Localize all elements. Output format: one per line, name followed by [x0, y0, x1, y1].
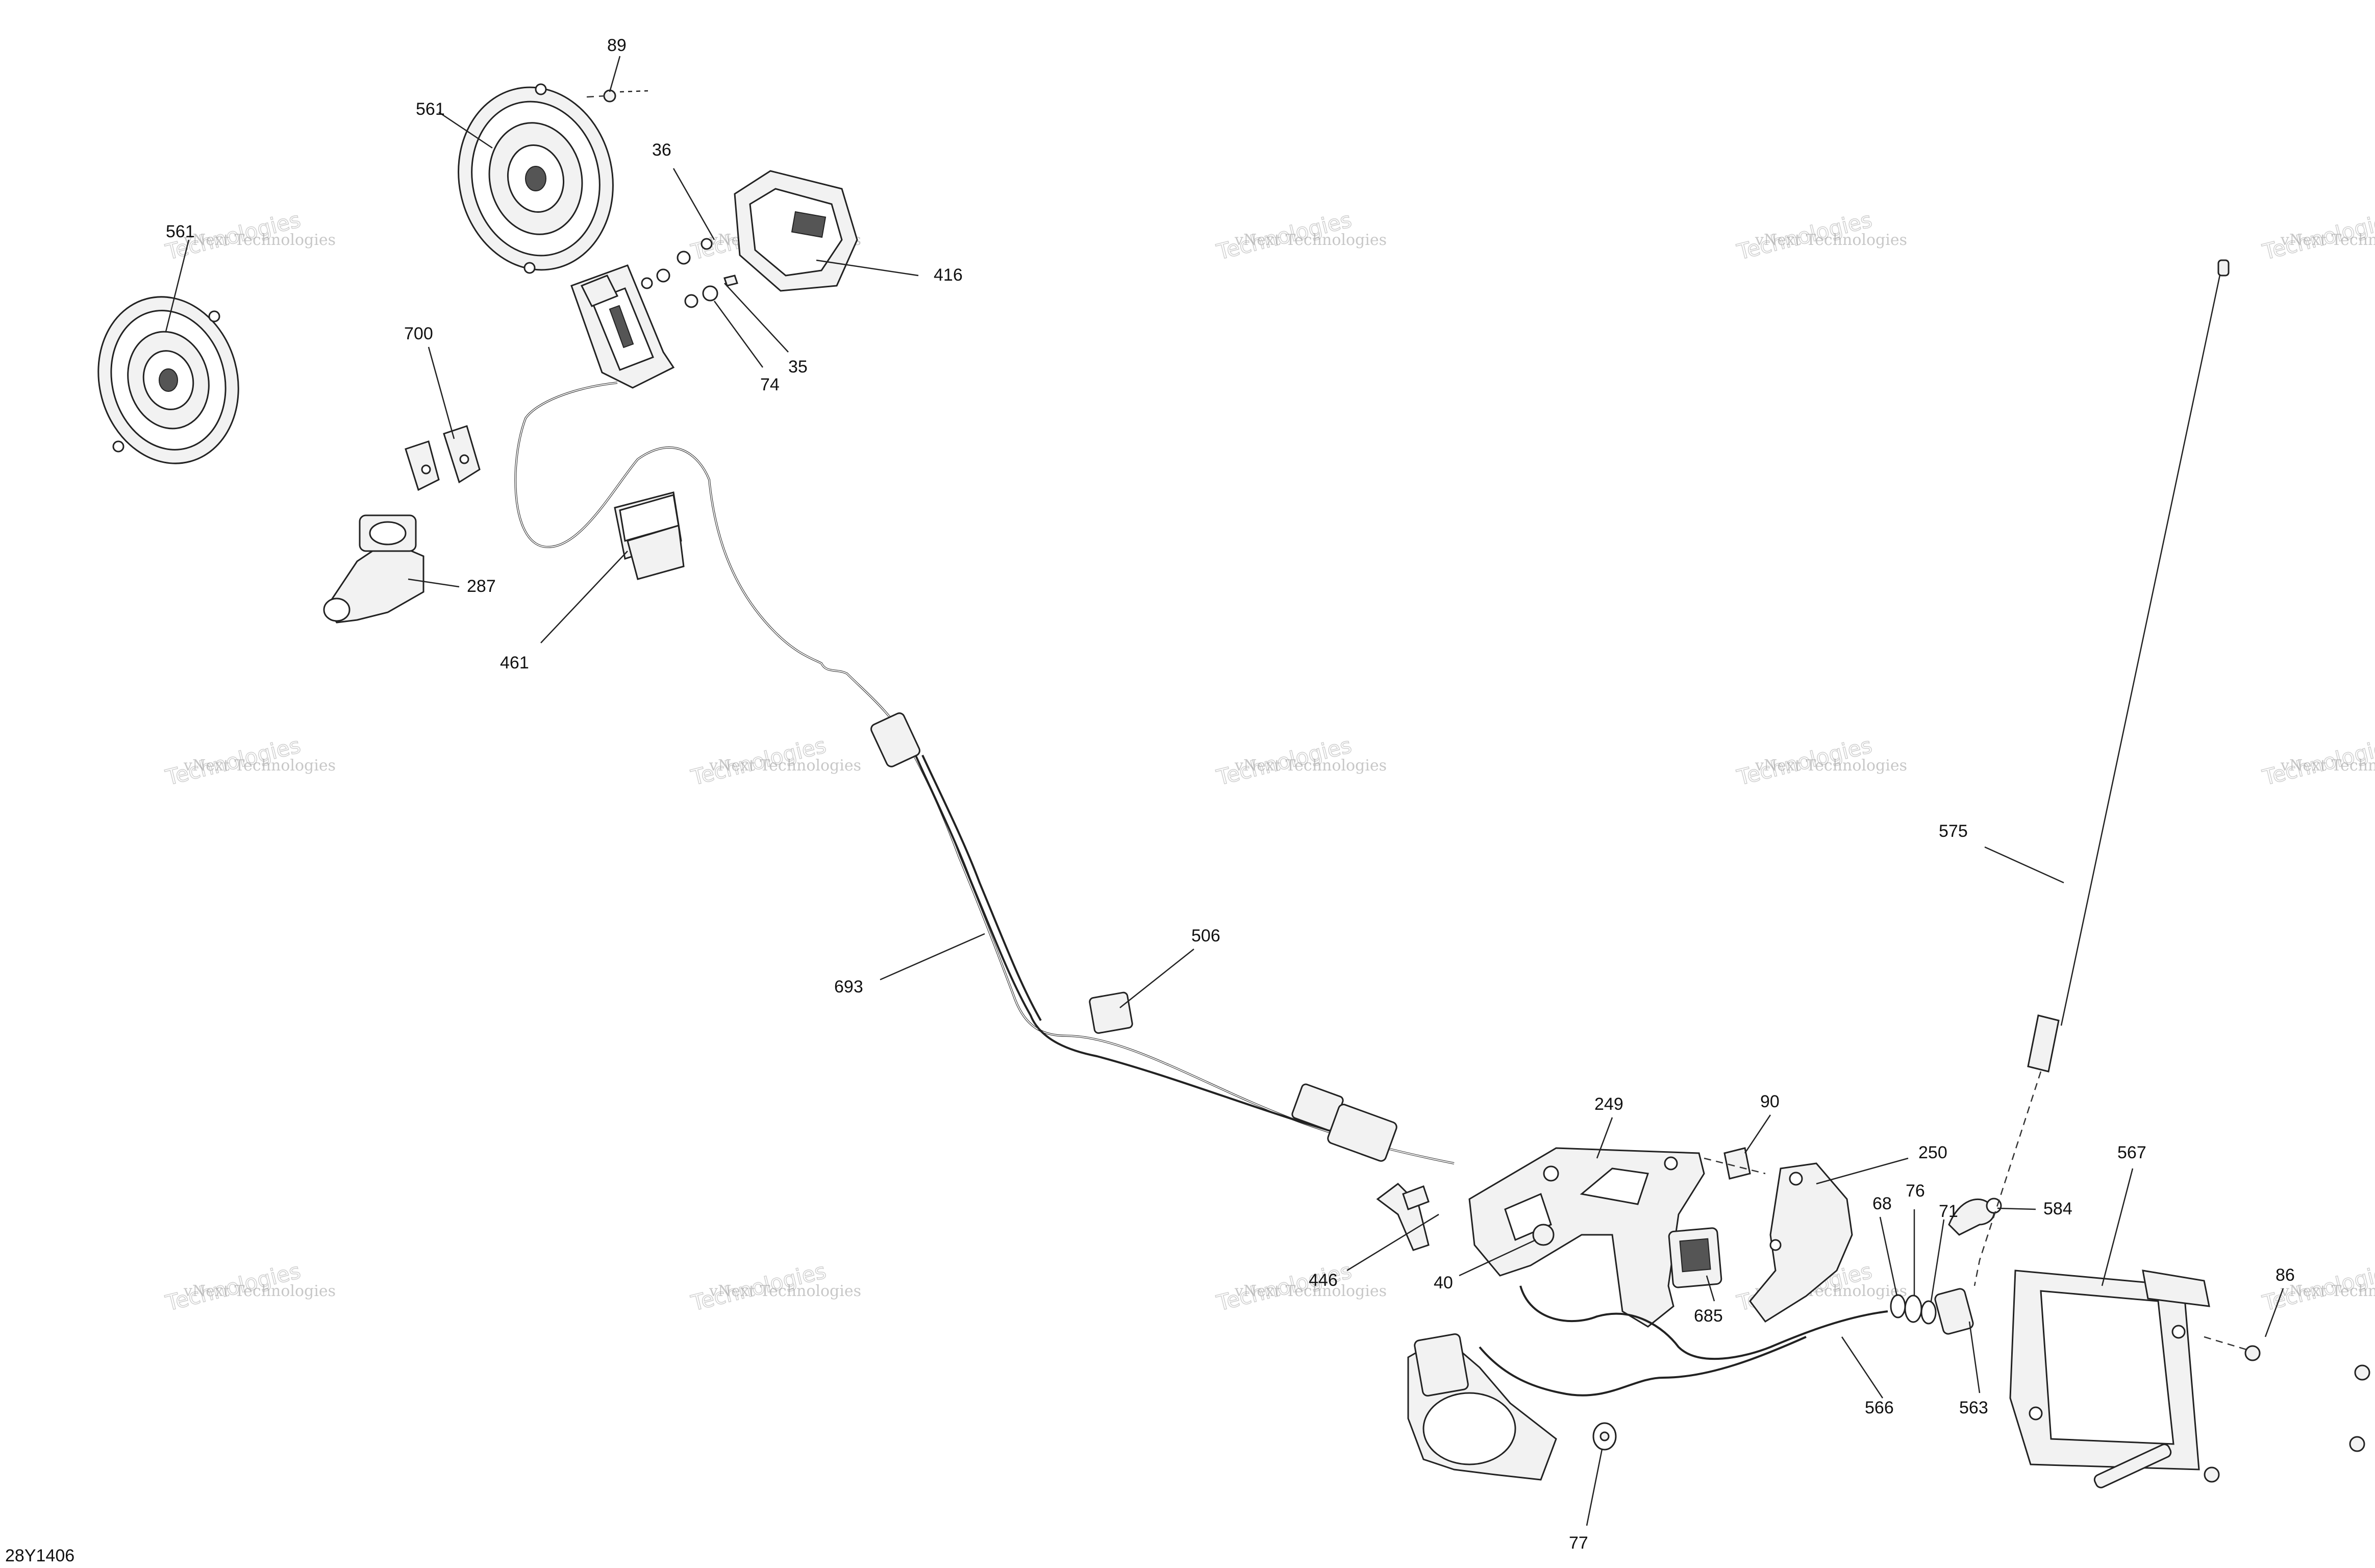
leader-lines [165, 56, 2284, 1526]
module-416[interactable] [734, 170, 858, 292]
screw-89[interactable] [603, 89, 648, 103]
part-287[interactable] [323, 514, 424, 624]
callout-685: 685 [1694, 1306, 1723, 1326]
nut-90[interactable] [1723, 1147, 1751, 1180]
callout-86: 86 [2276, 1265, 2295, 1285]
callout-89: 89 [607, 36, 627, 55]
bolt-40[interactable] [1532, 1224, 1555, 1246]
connector-446[interactable] [1291, 1083, 1430, 1251]
callout-74: 74 [760, 375, 780, 394]
callout-506: 506 [1191, 926, 1220, 945]
watermark-text: vNext Technologies [183, 757, 336, 775]
terminal-584[interactable] [1948, 1198, 2002, 1236]
callout-77: 77 [1569, 1533, 1588, 1553]
callout-446: 446 [1309, 1271, 1338, 1290]
callout-labels: 89 561 561 36 416 35 74 700 287 461 693 … [166, 36, 2295, 1553]
watermark-text: vNext Technologies [183, 1282, 336, 1300]
watermark-text: vNext Technologies [709, 1282, 861, 1300]
hardware-36[interactable] [641, 238, 713, 289]
figure-reference: 28Y1406 [5, 1546, 74, 1565]
connector-685[interactable] [1668, 1227, 1722, 1288]
callout-566: 566 [1865, 1398, 1894, 1417]
watermark-text: vNext Technologies [1234, 757, 1387, 775]
bracket-250[interactable] [1749, 1162, 1853, 1323]
hardware-68-76-71[interactable] [1890, 1288, 1974, 1335]
washer-77[interactable] [1592, 1422, 1617, 1451]
callout-584: 584 [2043, 1199, 2072, 1218]
hardware-74-35[interactable] [684, 275, 738, 308]
callout-90: 90 [1760, 1092, 1780, 1111]
module-567[interactable] [2009, 1270, 2210, 1489]
clamp-700[interactable] [405, 425, 481, 491]
callout-416: 416 [934, 265, 963, 285]
callout-35: 35 [788, 357, 808, 377]
speaker-top[interactable] [442, 73, 630, 285]
watermark-text: vNext Technologies [2280, 1282, 2375, 1300]
watermark-text: vNext Technologies [1234, 1282, 1387, 1300]
watermark-text: vNext Technologies [1755, 231, 1907, 249]
antenna-cable-path [1973, 1071, 2042, 1286]
callout-76: 76 [1906, 1181, 1925, 1201]
bracket-bolt-path [1704, 1157, 1766, 1175]
watermark-text: vNext Technologies [183, 231, 336, 249]
antenna-575[interactable] [2027, 259, 2230, 1073]
callout-71: 71 [1939, 1202, 1958, 1221]
bolt-86[interactable] [2204, 1345, 2370, 1483]
callout-700: 700 [404, 324, 433, 343]
callout-68: 68 [1872, 1194, 1892, 1213]
mount-bolt-path [2204, 1336, 2256, 1353]
clip-506[interactable] [1089, 991, 1133, 1034]
callout-561-left: 561 [166, 222, 195, 241]
watermark-text: vNext Technologies [1234, 231, 1387, 249]
watermark-layer: Technologies vNext Technologies Technolo… [163, 207, 2375, 1316]
callout-249: 249 [1594, 1094, 1623, 1114]
speaker-screw-path [586, 95, 605, 98]
device-mount[interactable] [570, 264, 675, 389]
callout-40: 40 [1434, 1273, 1453, 1292]
harness-693[interactable] [514, 382, 1455, 1164]
fastener-group[interactable] [1402, 1185, 1430, 1210]
speaker-left[interactable] [80, 281, 257, 480]
switch-461[interactable] [614, 491, 685, 580]
watermark-text: vNext Technologies [2280, 231, 2375, 249]
callout-561-top: 561 [416, 99, 445, 119]
callout-36: 36 [652, 140, 671, 160]
callout-575: 575 [1939, 822, 1968, 841]
watermark-text: vNext Technologies [2280, 757, 2375, 775]
callout-287: 287 [467, 577, 496, 596]
watermark-text: vNext Technologies [1755, 757, 1907, 775]
callout-693: 693 [834, 977, 863, 997]
harness-566[interactable] [1407, 1285, 1888, 1481]
watermark-text: vNext Technologies [709, 757, 861, 775]
callout-563: 563 [1959, 1398, 1988, 1417]
callout-567: 567 [2117, 1143, 2146, 1162]
callout-250: 250 [1918, 1143, 1947, 1162]
callout-461: 461 [500, 653, 529, 673]
